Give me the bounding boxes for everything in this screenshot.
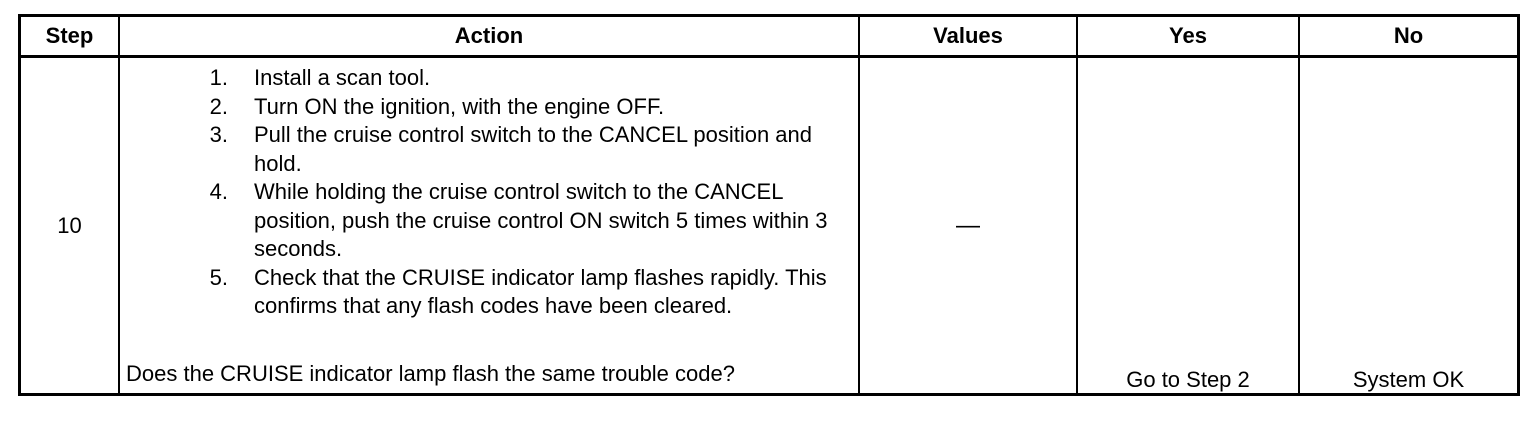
step-item-number: 3.: [209, 122, 228, 147]
no-result: System OK: [1298, 55, 1517, 393]
header-yes: Yes: [1076, 17, 1300, 58]
step-item-number: 2.: [209, 93, 228, 119]
step-number: 10: [21, 55, 120, 393]
step-item-number: 4.: [209, 179, 228, 204]
action-cell: 1. Install a scan tool. 2. Turn ON the i…: [118, 55, 860, 393]
list-item: 2. Turn ON the ignition, with the engine…: [120, 93, 858, 122]
list-item: 4. While holding the cruise control swit…: [120, 178, 858, 264]
header-action: Action: [118, 17, 860, 58]
action-question: Does the CRUISE indicator lamp flash the…: [126, 360, 735, 386]
header-no: No: [1298, 17, 1517, 58]
step-item-text: Install a scan tool.: [254, 65, 431, 90]
yes-result: Go to Step 2: [1076, 55, 1300, 393]
list-item: 5. Check that the CRUISE indicator lamp …: [120, 264, 858, 321]
diagnostic-table-frame: Step Action Values Yes No 10 1. Install …: [18, 14, 1520, 396]
list-item: 3. Pull the cruise control switch to the…: [120, 121, 858, 178]
step-item-text: Pull the cruise control switch to the CA…: [254, 122, 813, 176]
action-steps-list: 1. Install a scan tool. 2. Turn ON the i…: [120, 58, 858, 321]
step-item-number: 5.: [209, 264, 228, 290]
header-values: Values: [858, 17, 1078, 58]
diagnostic-table: Step Action Values Yes No 10 1. Install …: [21, 17, 1517, 393]
table-row: 10 1. Install a scan tool. 2. Turn ON th…: [21, 55, 1517, 393]
step-item-text: Check that the CRUISE indicator lamp fla…: [254, 264, 827, 319]
list-item: 1. Install a scan tool.: [120, 64, 858, 93]
step-item-text: Turn ON the ignition, with the engine OF…: [254, 93, 665, 119]
values-cell: —: [858, 55, 1078, 393]
step-item-number: 1.: [209, 65, 228, 90]
header-row: Step Action Values Yes No: [21, 17, 1517, 58]
step-item-text: While holding the cruise control switch …: [254, 179, 828, 261]
header-step: Step: [21, 17, 120, 58]
